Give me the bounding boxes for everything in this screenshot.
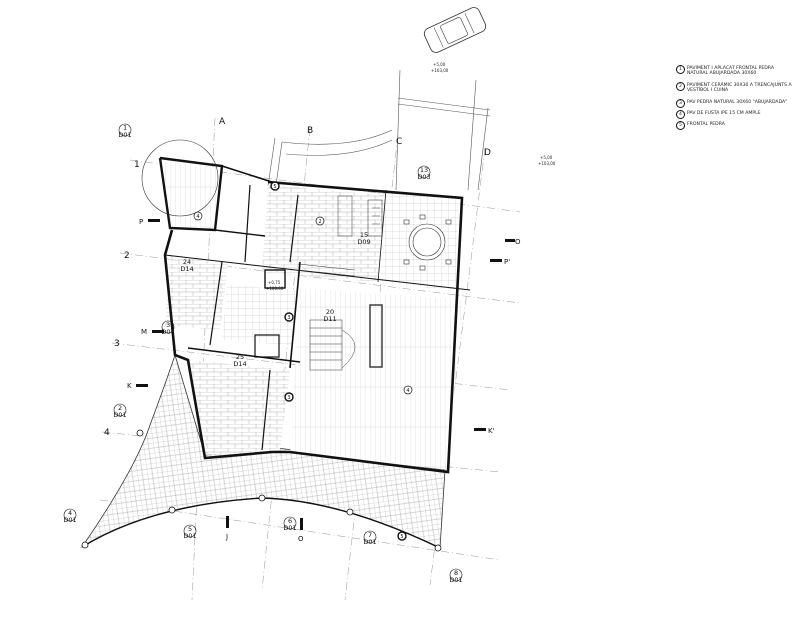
- svg-text:5: 5: [273, 184, 276, 190]
- room-tag-num: 24: [183, 258, 191, 266]
- room-tag-code: D01: [283, 524, 296, 532]
- section-J: J: [225, 533, 228, 541]
- room-tag-code: D01: [118, 131, 131, 139]
- room-tag-code: D03: [417, 173, 430, 181]
- level-hall-1: +0,75: [268, 280, 281, 285]
- building-walls: [158, 156, 471, 474]
- axis-label-D: D: [484, 148, 491, 158]
- level-top-1: +5,00: [433, 62, 446, 67]
- room-tag-code: D01: [63, 516, 76, 524]
- room-tag-num: 8: [454, 569, 458, 577]
- floor-finish-marks: 4 2 5 3 3 4 5: [193, 181, 413, 541]
- legend-item-2: 2 Paviment ceràmic 30x30 a trencajunts a…: [676, 81, 796, 94]
- level-right-2: +103,00: [538, 161, 556, 166]
- access-path: [267, 69, 491, 191]
- svg-text:2: 2: [318, 219, 321, 225]
- room-tag-code: D14: [233, 360, 246, 368]
- dining-table: [403, 214, 452, 271]
- room-tag-num: 13: [420, 166, 428, 174]
- room-tag-code: D11: [323, 315, 336, 323]
- level-right-1: +5,00: [540, 155, 553, 160]
- level-top-2: +103,00: [431, 68, 449, 73]
- column-axis-labels: A B C D: [219, 117, 491, 158]
- axis-label-1: 1: [134, 160, 140, 170]
- room-tag-code: D01: [183, 532, 196, 540]
- room-tag-num: 1: [123, 124, 127, 132]
- room-tag-num: 20: [326, 308, 334, 316]
- legend-number: 1: [676, 65, 685, 74]
- axis-label-4: 4: [104, 428, 110, 438]
- interior-floors: [160, 160, 462, 470]
- legend-number: 5: [676, 121, 685, 131]
- legend-item-1: 1 Paviment i aplacat frontal pedra natur…: [676, 65, 796, 77]
- room-tag-num: 3: [166, 321, 170, 329]
- room-tag-code: D14: [180, 265, 193, 273]
- room-tag-code: D09: [357, 238, 370, 246]
- staircase: [297, 263, 383, 371]
- section-M: M: [141, 328, 147, 336]
- room-tag-num: 2: [118, 404, 122, 412]
- axis-label-B: B: [307, 126, 313, 136]
- axis-label-3: 3: [114, 339, 120, 349]
- legend-item-5: 5 Frontal pedra: [676, 121, 796, 131]
- legend-item-4: 4 Pav de fusta IPE 15 cm ample: [676, 110, 796, 120]
- svg-text:3: 3: [287, 315, 290, 321]
- room-tag-num: 5: [188, 525, 192, 533]
- terrace-lamps: [81, 429, 442, 552]
- legend-item-3: 3 Pav pedra natural 30x60 "abujardada": [676, 98, 796, 108]
- car-icon: [423, 7, 487, 53]
- legend-text: Pav pedra natural 30x60 "abujardada": [687, 99, 788, 105]
- detail-callout-circle: [141, 139, 219, 217]
- section-P-prime: P': [504, 258, 510, 266]
- section-K-prime: K': [488, 427, 495, 435]
- axis-label-2: 2: [124, 251, 130, 261]
- legend-number: 4: [676, 110, 685, 120]
- level-annotations: +5,00 +103,00 +5,00 +103,00 +0,75 +100,0…: [266, 62, 556, 291]
- room-tag-code: D01: [113, 411, 126, 419]
- axis-label-A: A: [219, 117, 226, 127]
- legend-text: Paviment ceràmic 30x30 a trencajunts a v…: [687, 82, 792, 94]
- room-tag-code: D01: [449, 576, 462, 584]
- svg-text:4: 4: [406, 388, 409, 394]
- svg-text:5: 5: [400, 534, 403, 540]
- room-tag-num: 25: [236, 353, 244, 361]
- legend-text: Pav de fusta IPE 15 cm ample: [687, 111, 761, 117]
- level-hall-2: +100,00: [266, 286, 284, 291]
- svg-text:4: 4: [196, 214, 199, 220]
- legend-number: 2: [676, 81, 685, 91]
- room-tag-num: 7: [368, 531, 372, 539]
- kitchen-counter: [337, 195, 383, 237]
- legend-number: 3: [676, 98, 685, 108]
- svg-text:3: 3: [287, 395, 290, 401]
- room-tag-num: 6: [288, 517, 292, 525]
- section-O: O: [298, 535, 304, 543]
- room-tag-code: D01: [161, 328, 174, 336]
- room-tag-num: 15: [360, 231, 368, 239]
- legend-text: Frontal pedra: [687, 122, 725, 128]
- section-K: K: [127, 382, 132, 390]
- room-tag-num: 4: [68, 509, 72, 517]
- row-axis-labels: 1 2 3 4: [104, 160, 140, 438]
- section-O-right: O: [515, 238, 521, 246]
- axis-label-C: C: [396, 137, 402, 147]
- legend-text: Paviment i aplacat frontal pedra natural…: [687, 66, 774, 77]
- finish-legend: 1 Paviment i aplacat frontal pedra natur…: [676, 65, 796, 134]
- section-P: P: [139, 218, 143, 226]
- room-tag-code: D01: [363, 538, 376, 546]
- section-marks: P P' M K K' J O O: [127, 218, 521, 543]
